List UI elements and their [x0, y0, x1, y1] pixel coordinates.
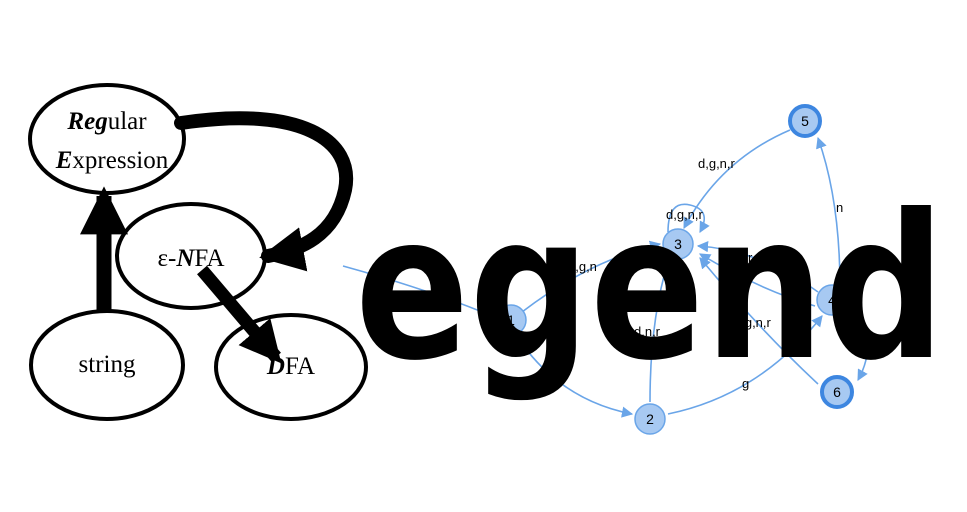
automaton-edge-labels: St d,g,n d,g,n,r d,g,n,r d,n,r r d,g,n,r…: [404, 156, 843, 391]
logo-wordmark: egend: [355, 172, 945, 405]
edge-4-5: [816, 136, 841, 289]
state-1: 1: [495, 304, 527, 336]
edge-6-3: [699, 257, 819, 385]
string-label: string: [79, 351, 136, 378]
dfa-node: [214, 313, 368, 421]
edge-label-start: St: [404, 288, 417, 303]
edge-label-5-3: d,g,n,r: [698, 156, 736, 171]
edge-1-2: [517, 337, 634, 418]
svg-text:2: 2: [646, 411, 654, 427]
edge-5-3: [683, 129, 791, 229]
edge-4-3-top: [696, 241, 819, 293]
arrow-regex-enfa: [174, 111, 354, 272]
automaton-states: 1 2 3 4 5 6: [495, 104, 854, 435]
arrow-enfa-dfa: [197, 265, 282, 364]
state-3: 3: [662, 228, 694, 260]
svg-text:4: 4: [828, 292, 836, 308]
edge-label-3-3: d,g,n,r: [666, 207, 704, 222]
edge-4-3-low: [699, 253, 816, 307]
edge-label-2-4: g: [742, 376, 749, 391]
edge-label-4-3-top: r: [748, 250, 753, 265]
state-5-accepting: 5: [788, 104, 822, 138]
svg-text:1: 1: [507, 312, 515, 328]
automaton-graph: [342, 129, 869, 418]
state-2: 2: [634, 403, 666, 435]
edge-label-4-3-low: d,g,n,r: [734, 315, 772, 330]
pipeline-diagram: [28, 83, 368, 421]
svg-text:5: 5: [801, 113, 809, 129]
edge-1-3: [521, 240, 662, 313]
svg-text:6: 6: [833, 384, 841, 400]
edge-2-4: [667, 315, 823, 415]
enfa-label: ε-NFA: [158, 245, 225, 272]
edge-3-3: [667, 203, 710, 233]
edge-label-4-5: n: [836, 200, 843, 215]
svg-text:3: 3: [674, 236, 682, 252]
edge-2-3: [649, 260, 671, 403]
start-edge: [342, 265, 494, 318]
edge-label-1-3: d,g,n: [568, 259, 597, 274]
edge-label-2-3: d,n,r: [634, 324, 661, 339]
regex-node: [28, 83, 186, 195]
regex-label-line2: Expression: [55, 147, 169, 174]
state-6-accepting: 6: [820, 375, 854, 409]
dfa-label: DFA: [266, 353, 315, 380]
pipeline-labels: Regular Expression ε-NFA string DFA: [55, 108, 315, 380]
edge-4-6: [849, 311, 869, 381]
state-4: 4: [816, 284, 848, 316]
regex-label-line1: Regular: [66, 108, 147, 135]
